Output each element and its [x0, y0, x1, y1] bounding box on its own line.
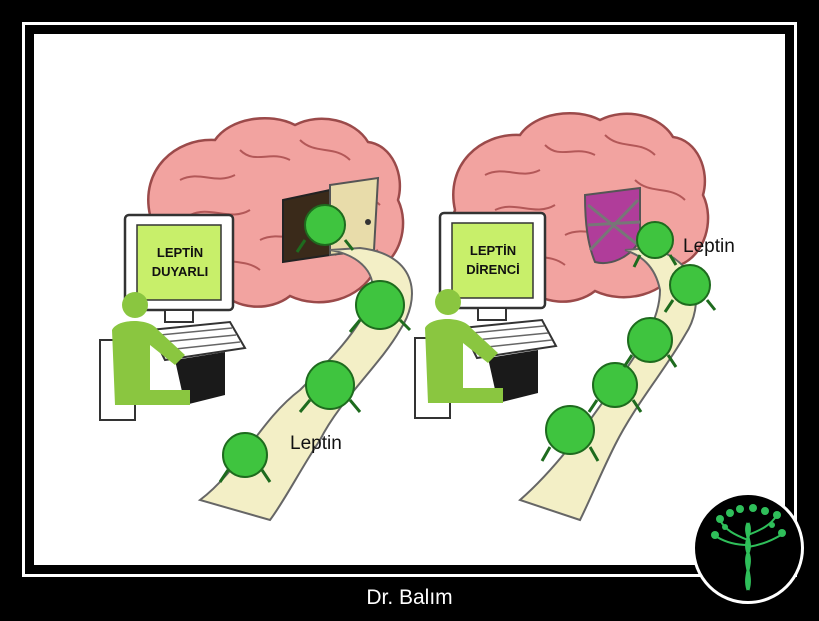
- left-person: [112, 292, 190, 405]
- right-leptin-group: [540, 221, 717, 462]
- frame-border: [22, 22, 797, 577]
- right-screen: [451, 222, 534, 299]
- right-scene: LEPTİN DİRENCİ Leptin: [414, 112, 735, 522]
- left-screen-line2: DUYARLI: [152, 264, 209, 279]
- left-leptin-label: Leptin: [290, 433, 342, 454]
- left-screen-line1: LEPTİN: [157, 245, 203, 260]
- right-screen-line2: DİRENCİ: [466, 262, 519, 277]
- right-screen-line1: LEPTİN: [470, 243, 516, 258]
- right-leptin-label: Leptin: [683, 236, 735, 257]
- author-caption: Dr. Balım: [366, 586, 453, 609]
- illustration-panel: LEPTİN DUYARLI Leptin: [34, 34, 785, 565]
- left-screen: [136, 224, 222, 301]
- left-leptin-group: [218, 204, 412, 483]
- tree-dna-icon: [692, 492, 804, 604]
- leptin-illustration: LEPTİN DUYARLI Leptin: [99, 112, 735, 522]
- left-scene: LEPTİN DUYARLI Leptin: [99, 117, 413, 522]
- right-person: [425, 289, 503, 403]
